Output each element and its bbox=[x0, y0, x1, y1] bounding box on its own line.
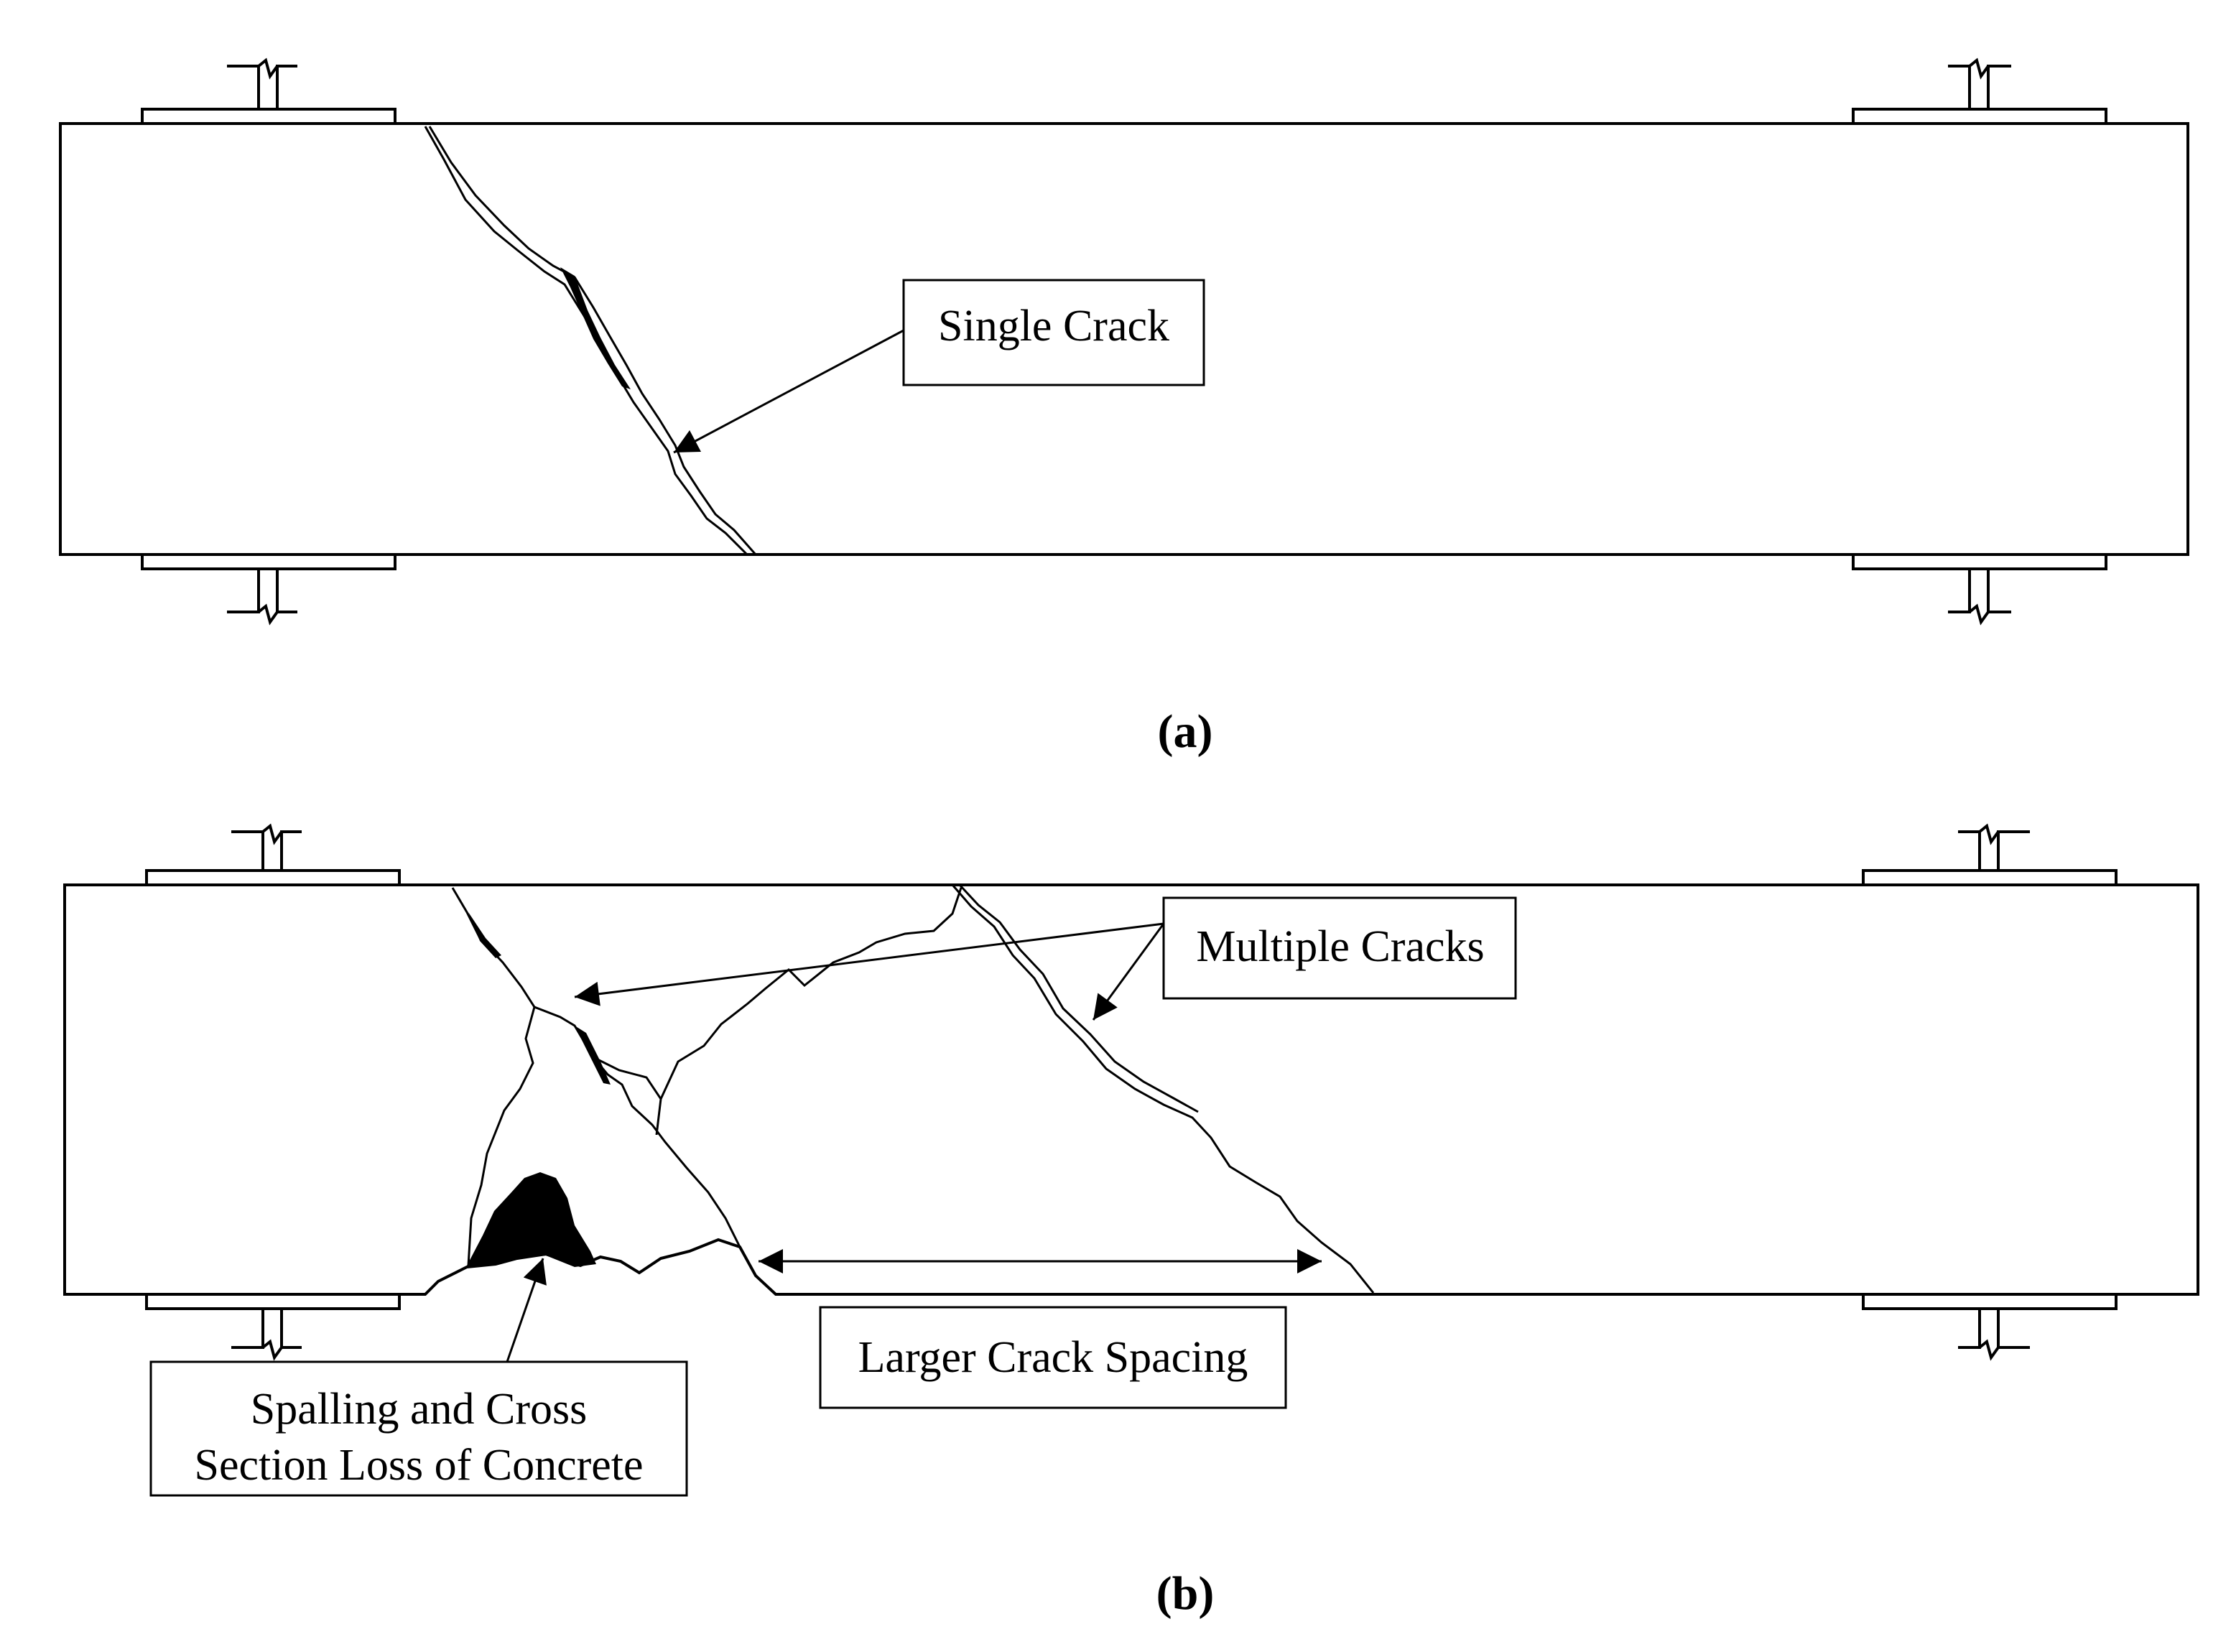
crack-middle-rising bbox=[655, 887, 963, 1136]
multiple-cracks-leader-left bbox=[574, 922, 1164, 1006]
support-a-top-right bbox=[1852, 57, 2107, 125]
multiple-cracks-leader-right bbox=[1092, 923, 1165, 1021]
single-crack-leader bbox=[673, 329, 904, 454]
support-b-bottom-left bbox=[145, 1293, 401, 1361]
support-b-top-right bbox=[1862, 823, 2118, 886]
crack-middle-branch bbox=[593, 1056, 662, 1100]
panel-b-caption: (b) bbox=[1156, 1567, 1215, 1620]
support-a-top-left bbox=[141, 57, 396, 125]
crack-right-diagonal bbox=[951, 884, 1375, 1294]
crack-spacing-callout-box bbox=[819, 1306, 1287, 1409]
crack-opening-mid bbox=[575, 1026, 611, 1085]
spalling-callout-box bbox=[149, 1360, 688, 1497]
panel-a-caption: (a) bbox=[1158, 705, 1213, 758]
beam-a bbox=[59, 122, 2189, 556]
panel-a bbox=[59, 57, 2189, 626]
support-b-top-left bbox=[145, 823, 401, 886]
beam-b bbox=[63, 883, 2199, 1296]
multiple-cracks-callout-box bbox=[1162, 896, 1517, 1000]
crack-spacing-label: Larger Crack Spacing bbox=[858, 1333, 1248, 1382]
spalling-leader bbox=[506, 1258, 547, 1363]
crack-right-diagonal-edge bbox=[958, 883, 1199, 1113]
support-b-bottom-right bbox=[1862, 1293, 2118, 1361]
single-crack-edge bbox=[428, 126, 757, 555]
crack-opening bbox=[560, 267, 631, 389]
crack-branch-up bbox=[467, 1006, 536, 1266]
support-a-bottom-right bbox=[1852, 553, 2107, 626]
single-crack-label: Single Crack bbox=[938, 302, 1169, 351]
spalled-concrete bbox=[467, 1172, 596, 1267]
spalling-label-line2: Section Loss of Concrete bbox=[194, 1441, 643, 1490]
single-crack-callout-box bbox=[902, 279, 1205, 386]
multiple-cracks-label: Multiple Cracks bbox=[1196, 922, 1484, 971]
panel-b bbox=[63, 823, 2199, 1497]
crack-opening-top bbox=[468, 912, 501, 958]
spalling-label-line1: Spalling and Cross bbox=[251, 1385, 587, 1434]
support-a-bottom-left bbox=[141, 553, 396, 626]
